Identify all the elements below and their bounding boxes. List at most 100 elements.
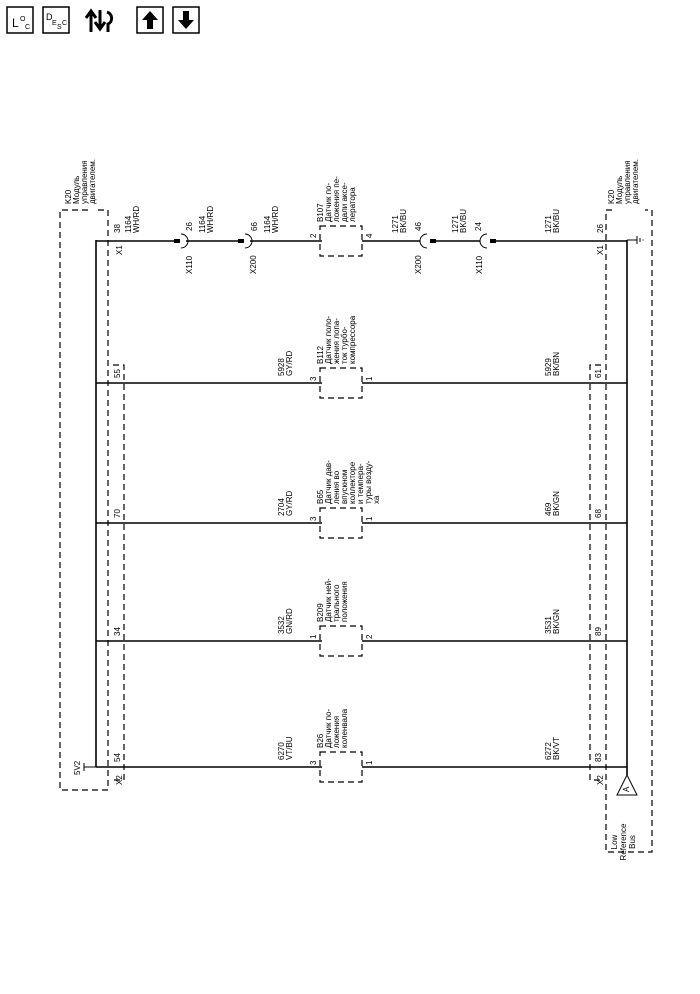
svg-text:4: 4 bbox=[365, 233, 374, 238]
svg-text:X200: X200 bbox=[249, 255, 258, 274]
signal-flow-icon bbox=[84, 8, 114, 32]
supply-symbol bbox=[83, 763, 96, 771]
svg-text:3: 3 bbox=[309, 516, 318, 521]
bus-label-1: Low bbox=[610, 834, 619, 849]
svg-text:B209: B209 bbox=[316, 603, 325, 622]
svg-text:46: 46 bbox=[414, 222, 423, 231]
svg-text:5929: 5929 bbox=[544, 358, 553, 376]
svg-text:O: O bbox=[20, 16, 26, 23]
svg-text:1: 1 bbox=[309, 634, 318, 639]
svg-text:GY/RD: GY/RD bbox=[285, 490, 294, 516]
svg-text:Датчик ней-: Датчик ней- bbox=[324, 578, 333, 622]
svg-text:1164: 1164 bbox=[263, 215, 272, 233]
signal-flow-button[interactable] bbox=[82, 6, 116, 34]
svg-text:BK/VT: BK/VT bbox=[552, 737, 561, 760]
svg-text:GY/RD: GY/RD bbox=[285, 350, 294, 376]
svg-text:26: 26 bbox=[596, 224, 605, 233]
svg-text:B65: B65 bbox=[316, 489, 325, 504]
svg-text:положения: положения bbox=[340, 581, 349, 622]
sensor-b65-label: B65 Датчик дав- ления во впускном коллек… bbox=[316, 460, 381, 504]
svg-text:X110: X110 bbox=[475, 255, 484, 274]
svg-text:D: D bbox=[46, 12, 53, 22]
svg-text:68: 68 bbox=[594, 509, 603, 518]
svg-text:ха: ха bbox=[372, 495, 381, 504]
svg-text:ток турбо-: ток турбо- bbox=[340, 326, 349, 364]
left-module-name-3: двигателем. bbox=[88, 159, 97, 204]
svg-text:и темпера-: и темпера- bbox=[356, 463, 365, 504]
left-module-name-1: Модуль bbox=[72, 176, 81, 204]
svg-text:дали аксе-: дали аксе- bbox=[340, 182, 349, 222]
svg-text:WH/RD: WH/RD bbox=[206, 206, 215, 233]
svg-text:трального: трального bbox=[332, 584, 341, 622]
svg-text:ления во: ления во bbox=[332, 470, 341, 504]
svg-text:2: 2 bbox=[309, 233, 318, 238]
svg-text:Датчик по-: Датчик по- bbox=[324, 183, 333, 222]
arrow-up-icon bbox=[136, 6, 164, 34]
svg-text:1164: 1164 bbox=[124, 215, 133, 233]
svg-text:ложения: ложения bbox=[332, 716, 341, 748]
svg-text:469: 469 bbox=[544, 502, 553, 516]
svg-text:жения лопа-: жения лопа- bbox=[332, 318, 341, 364]
right-connector-x2: X2 bbox=[596, 775, 605, 785]
svg-text:туры возду-: туры возду- bbox=[364, 460, 373, 504]
ground-icon bbox=[627, 236, 644, 244]
sensor-b26-label: B26 Датчик по- ложения коленвала bbox=[316, 708, 349, 748]
sensor-b65-box bbox=[319, 507, 363, 539]
svg-text:коленвала: коленвала bbox=[340, 708, 349, 748]
svg-text:2704: 2704 bbox=[277, 498, 286, 516]
sensor-b107-label: B107 Датчик по- ложения пе- дали аксе- л… bbox=[316, 176, 357, 222]
description-view-button[interactable]: D E S C bbox=[42, 6, 70, 34]
svg-text:VT/BU: VT/BU bbox=[285, 736, 294, 760]
circuit-accelerator-pedal: 38 1164 WH/RD 26 X110 1164 WH/RD 66 X200… bbox=[96, 176, 627, 274]
arrow-down-button[interactable] bbox=[172, 6, 200, 34]
svg-text:1271: 1271 bbox=[391, 215, 400, 233]
arrow-down-icon bbox=[172, 6, 200, 34]
arrow-up-button[interactable] bbox=[136, 6, 164, 34]
svg-text:BK/GN: BK/GN bbox=[552, 609, 561, 634]
svg-text:24: 24 bbox=[474, 222, 483, 231]
svg-text:6270: 6270 bbox=[277, 742, 286, 760]
location-view-button[interactable]: L O C bbox=[6, 6, 34, 34]
svg-text:38: 38 bbox=[113, 224, 122, 233]
svg-text:26: 26 bbox=[185, 222, 194, 231]
description-view-icon: D E S C bbox=[42, 6, 70, 34]
sensor-b112-label: B112 Датчик поло- жения лопа- ток турбо-… bbox=[316, 315, 357, 364]
svg-text:Датчик по-: Датчик по- bbox=[324, 709, 333, 748]
sensor-b107-box bbox=[319, 225, 363, 257]
svg-text:83: 83 bbox=[594, 753, 603, 762]
right-module-name-3: двигателем. bbox=[631, 159, 640, 204]
svg-text:70: 70 bbox=[113, 509, 122, 518]
svg-text:компрессора: компрессора bbox=[348, 315, 357, 364]
svg-text:2: 2 bbox=[365, 634, 374, 639]
svg-text:1271: 1271 bbox=[544, 215, 553, 233]
svg-text:WH/RD: WH/RD bbox=[271, 206, 280, 233]
sensor-b26-box bbox=[319, 751, 363, 783]
left-x2-connector-box bbox=[113, 364, 125, 781]
svg-text:L: L bbox=[12, 16, 19, 30]
sensor-b112-box bbox=[319, 367, 363, 399]
svg-text:89: 89 bbox=[594, 627, 603, 636]
svg-text:3531: 3531 bbox=[544, 616, 553, 634]
right-x2-connector-box bbox=[589, 364, 601, 781]
bus-label-3: Bus bbox=[628, 835, 637, 849]
left-connector-x1: X1 bbox=[115, 245, 124, 255]
svg-text:3: 3 bbox=[309, 376, 318, 381]
svg-text:5928: 5928 bbox=[277, 358, 286, 376]
left-module-name-2: управления bbox=[80, 160, 89, 204]
right-module-name-1: Модуль bbox=[615, 176, 624, 204]
left-module-ref: K20 bbox=[64, 189, 73, 204]
svg-text:X200: X200 bbox=[414, 255, 423, 274]
right-module: K20 Модуль управления двигателем. X1 X2 … bbox=[589, 159, 653, 860]
svg-text:B26: B26 bbox=[316, 733, 325, 748]
right-module-ref: K20 bbox=[607, 189, 616, 204]
svg-text:BK/BU: BK/BU bbox=[459, 209, 468, 233]
bus-tag: A bbox=[622, 786, 631, 792]
inline-connector-x200-right bbox=[419, 233, 436, 249]
svg-text:1: 1 bbox=[365, 516, 374, 521]
svg-text:6272: 6272 bbox=[544, 742, 553, 760]
